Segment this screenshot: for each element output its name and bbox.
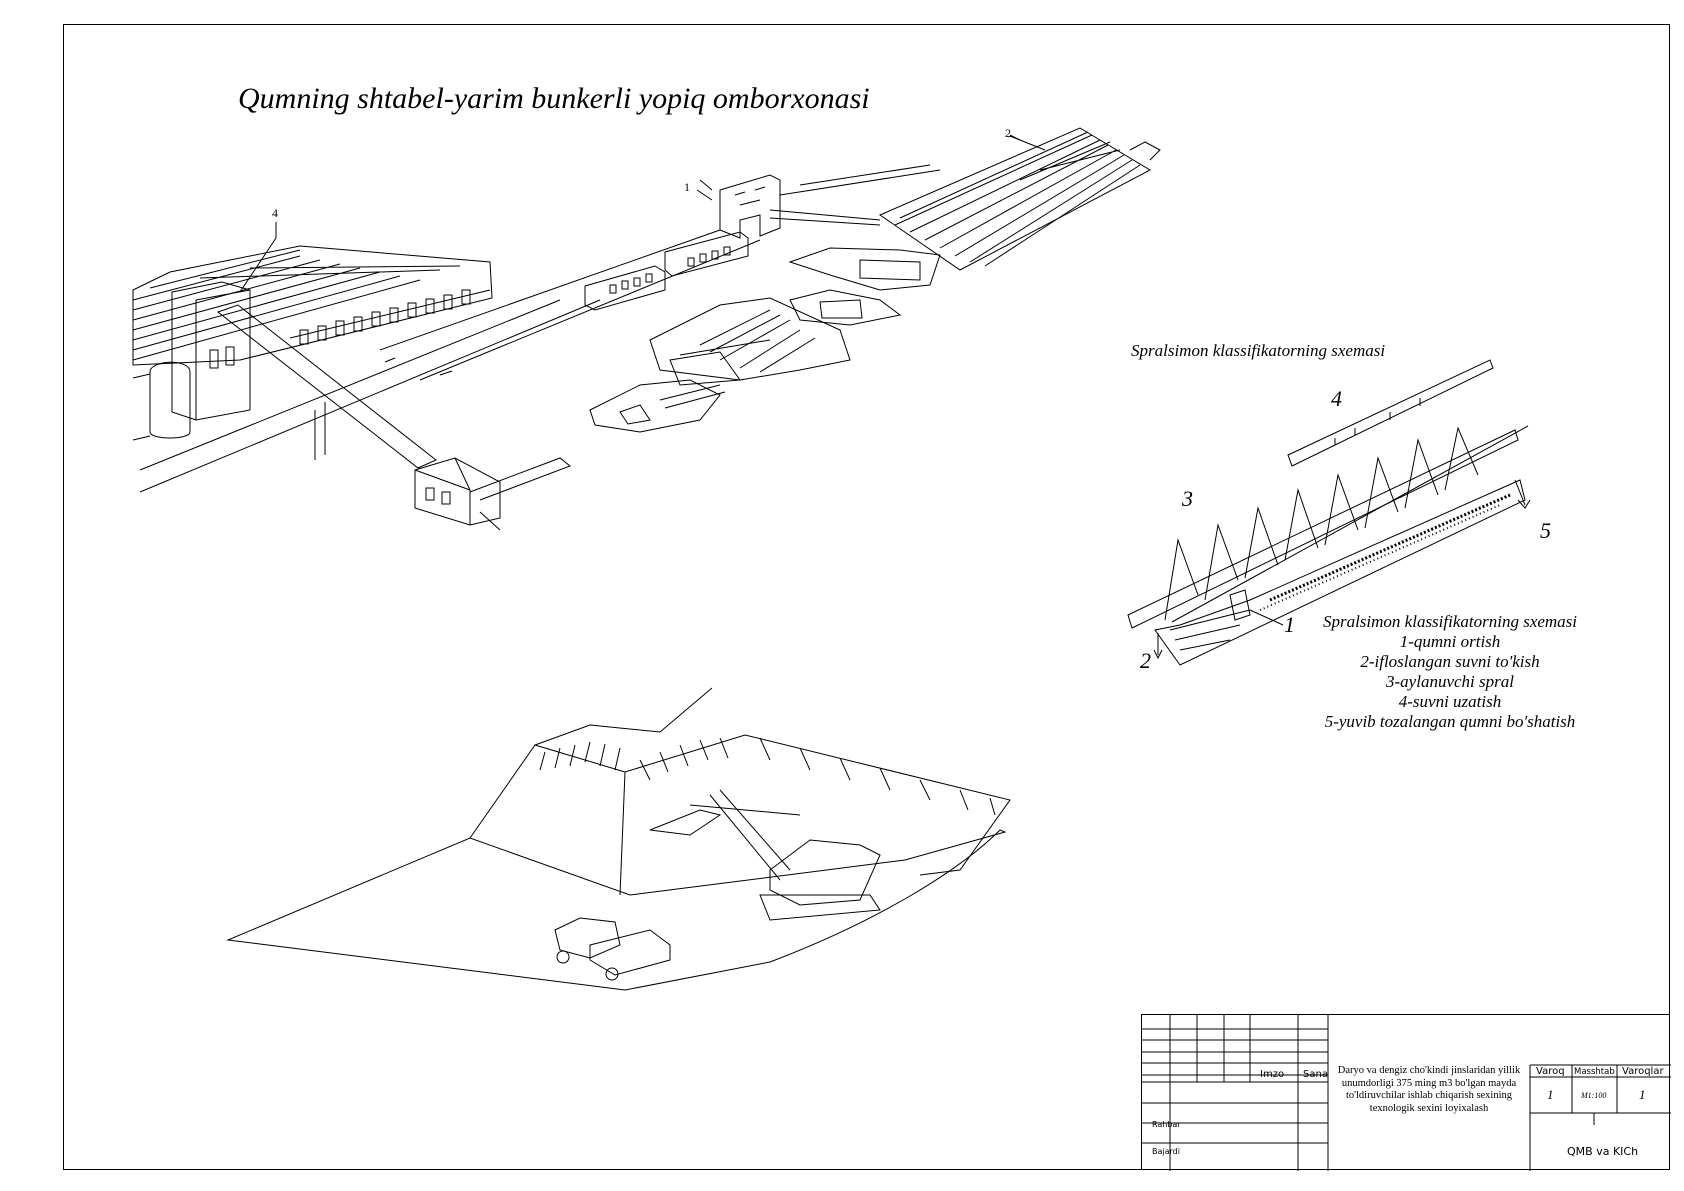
- storage-building: [132, 229, 761, 531]
- legend-item: 4-suvni uzatish: [1398, 692, 1502, 711]
- varoqlar-value: 1: [1639, 1087, 1646, 1102]
- drawing-frame: [63, 24, 1670, 1170]
- sana-label: Sana: [1303, 1069, 1328, 1080]
- spiral-callout-3: 3: [1182, 486, 1193, 511]
- legend-item: 2-ifloslangan suvni to'kish: [1360, 652, 1540, 671]
- callout-2: 2: [1005, 126, 1011, 140]
- varoqlar-label: Varoqlar: [1622, 1066, 1664, 1077]
- varoq-value: 1: [1547, 1087, 1554, 1102]
- drawing-title: Qumning shtabel-yarim bunkerli yopiq omb…: [238, 82, 870, 115]
- rail-cars-and-gantry: [584, 164, 941, 311]
- long-shed: [878, 127, 1161, 271]
- masshtab-label: Masshtab: [1574, 1067, 1615, 1077]
- legend-item: 5-yuvib tozalangan qumni bo'shatish: [1324, 712, 1576, 731]
- imzo-label: Imzo: [1260, 1069, 1285, 1080]
- pit-scene: [226, 687, 1011, 991]
- callout-1: 1: [684, 180, 690, 194]
- project-title: Daryo va dengiz cho'kindi jinslaridan yi…: [1337, 1065, 1521, 1114]
- processing-area: [589, 247, 941, 433]
- spiral-callout-2: 2: [1140, 648, 1151, 673]
- legend-item: 3-aylanuvchi spral: [1386, 672, 1514, 691]
- spiral-callout-1: 1: [1284, 612, 1295, 637]
- rahbar-label: Rahbar: [1152, 1120, 1181, 1129]
- varoq-label: Varoq: [1536, 1066, 1565, 1077]
- spiral-callout-5: 5: [1540, 518, 1551, 543]
- spiral-classifier-title: Spralsimon klassifikatorning sxemasi: [1131, 341, 1386, 360]
- title-block: Imzo Sana Rahbar Bajardi Daryo va dengiz…: [1141, 1014, 1671, 1171]
- spiral-callout-4: 4: [1331, 386, 1342, 411]
- legend-item: 1-qumni ortish: [1399, 632, 1501, 651]
- drawing-code: QMB va KICh: [1567, 1145, 1639, 1158]
- masshtab-value: M1:100: [1581, 1091, 1607, 1100]
- callout-4: 4: [272, 206, 278, 220]
- bajardi-label: Bajardi: [1152, 1147, 1180, 1156]
- spiral-legend: Spralsimon klassifikatorning sxemasi 1-q…: [1300, 612, 1600, 732]
- legend-heading: Spralsimon klassifikatorning sxemasi: [1322, 612, 1578, 631]
- spiral-classifier: [1127, 359, 1531, 666]
